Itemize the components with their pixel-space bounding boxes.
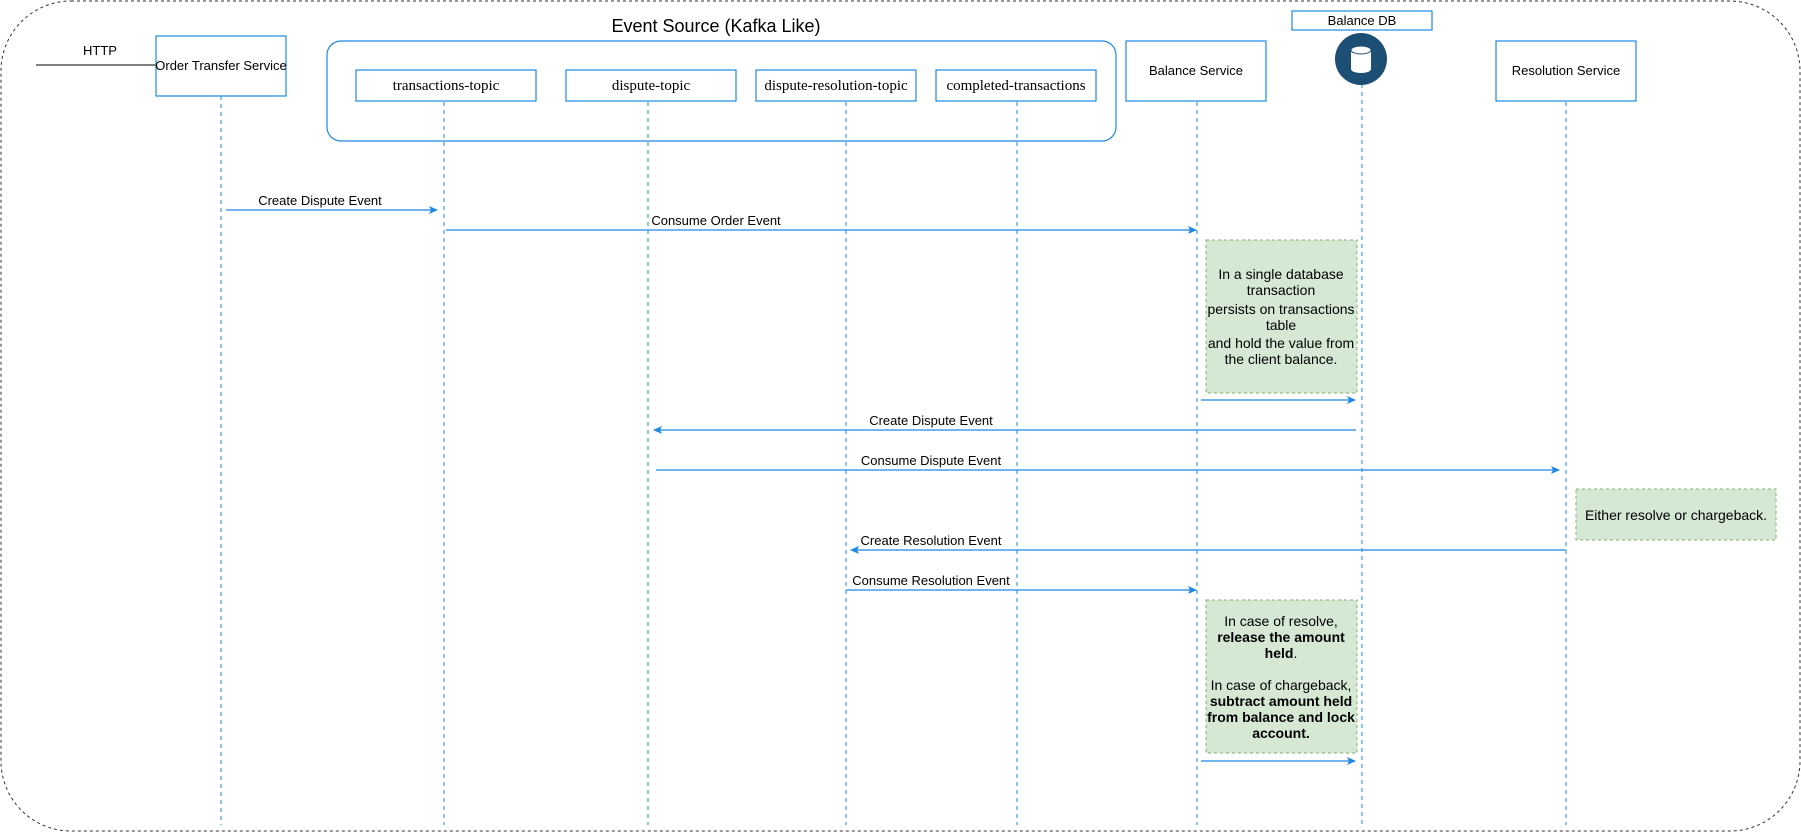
balance-db-label: Balance DB [1328, 13, 1397, 28]
completed-transactions-label: completed-transactions [946, 78, 1085, 94]
msg-create-dispute-1: Create Dispute Event [258, 193, 382, 208]
note-line-bold: release the amount [1217, 629, 1345, 645]
note-line: persists on transactions [1207, 301, 1354, 317]
note-line: In a single database [1218, 266, 1344, 282]
note-line: In case of chargeback, [1211, 677, 1352, 693]
msg-consume-resolution: Consume Resolution Event [852, 573, 1010, 588]
note-line-bold: from balance and lock [1207, 709, 1355, 725]
note-line-mixed: held. [1265, 645, 1298, 661]
balance-service-label: Balance Service [1149, 63, 1243, 78]
dispute-resolution-topic-label: dispute-resolution-topic [764, 78, 908, 94]
balance-service-box [1125, 40, 1267, 102]
note-line: and hold the value from [1208, 335, 1354, 351]
note-db-transaction [1205, 239, 1358, 394]
event-source-container [326, 40, 1117, 142]
resolution-service-box [1495, 40, 1637, 102]
order-transfer-service-label: Order Transfer Service [155, 58, 287, 73]
dispute-resolution-topic-box [755, 69, 917, 102]
resolution-service-label: Resolution Service [1512, 63, 1620, 78]
note-resolve-chargeback-text: In case of resolve, release the amount h… [1207, 613, 1355, 741]
msg-create-resolution: Create Resolution Event [861, 533, 1002, 548]
note-line: In case of resolve, [1224, 613, 1338, 629]
dispute-topic-box [565, 69, 737, 102]
note-tail-fragment: . [1293, 645, 1297, 661]
msg-create-dispute-2: Create Dispute Event [869, 413, 993, 428]
database-icon [1335, 33, 1387, 85]
transactions-topic-box [355, 69, 537, 102]
note-resolve-or-chargeback-text: Either resolve or chargeback. [1585, 507, 1767, 523]
note-line: table [1266, 317, 1297, 333]
completed-transactions-box [935, 69, 1097, 102]
note-line: transaction [1247, 282, 1315, 298]
note-resolve-or-chargeback [1575, 488, 1777, 541]
msg-consume-order: Consume Order Event [651, 213, 781, 228]
note-resolve-chargeback-detail [1205, 599, 1358, 754]
transactions-topic-label: transactions-topic [393, 78, 500, 94]
note-line-bold: subtract amount held [1210, 693, 1352, 709]
balance-db-label-box [1291, 10, 1433, 31]
event-source-title: Event Source (Kafka Like) [611, 16, 820, 36]
msg-consume-dispute: Consume Dispute Event [861, 453, 1002, 468]
note-line: the client balance. [1225, 351, 1338, 367]
order-transfer-service-box [155, 35, 287, 97]
dispute-topic-label: dispute-topic [612, 78, 691, 94]
note-line-bold: account. [1252, 725, 1310, 741]
note-bold-fragment: held [1265, 645, 1294, 661]
http-label: HTTP [83, 43, 117, 58]
note-db-transaction-text: In a single database transaction persist… [1207, 266, 1354, 367]
